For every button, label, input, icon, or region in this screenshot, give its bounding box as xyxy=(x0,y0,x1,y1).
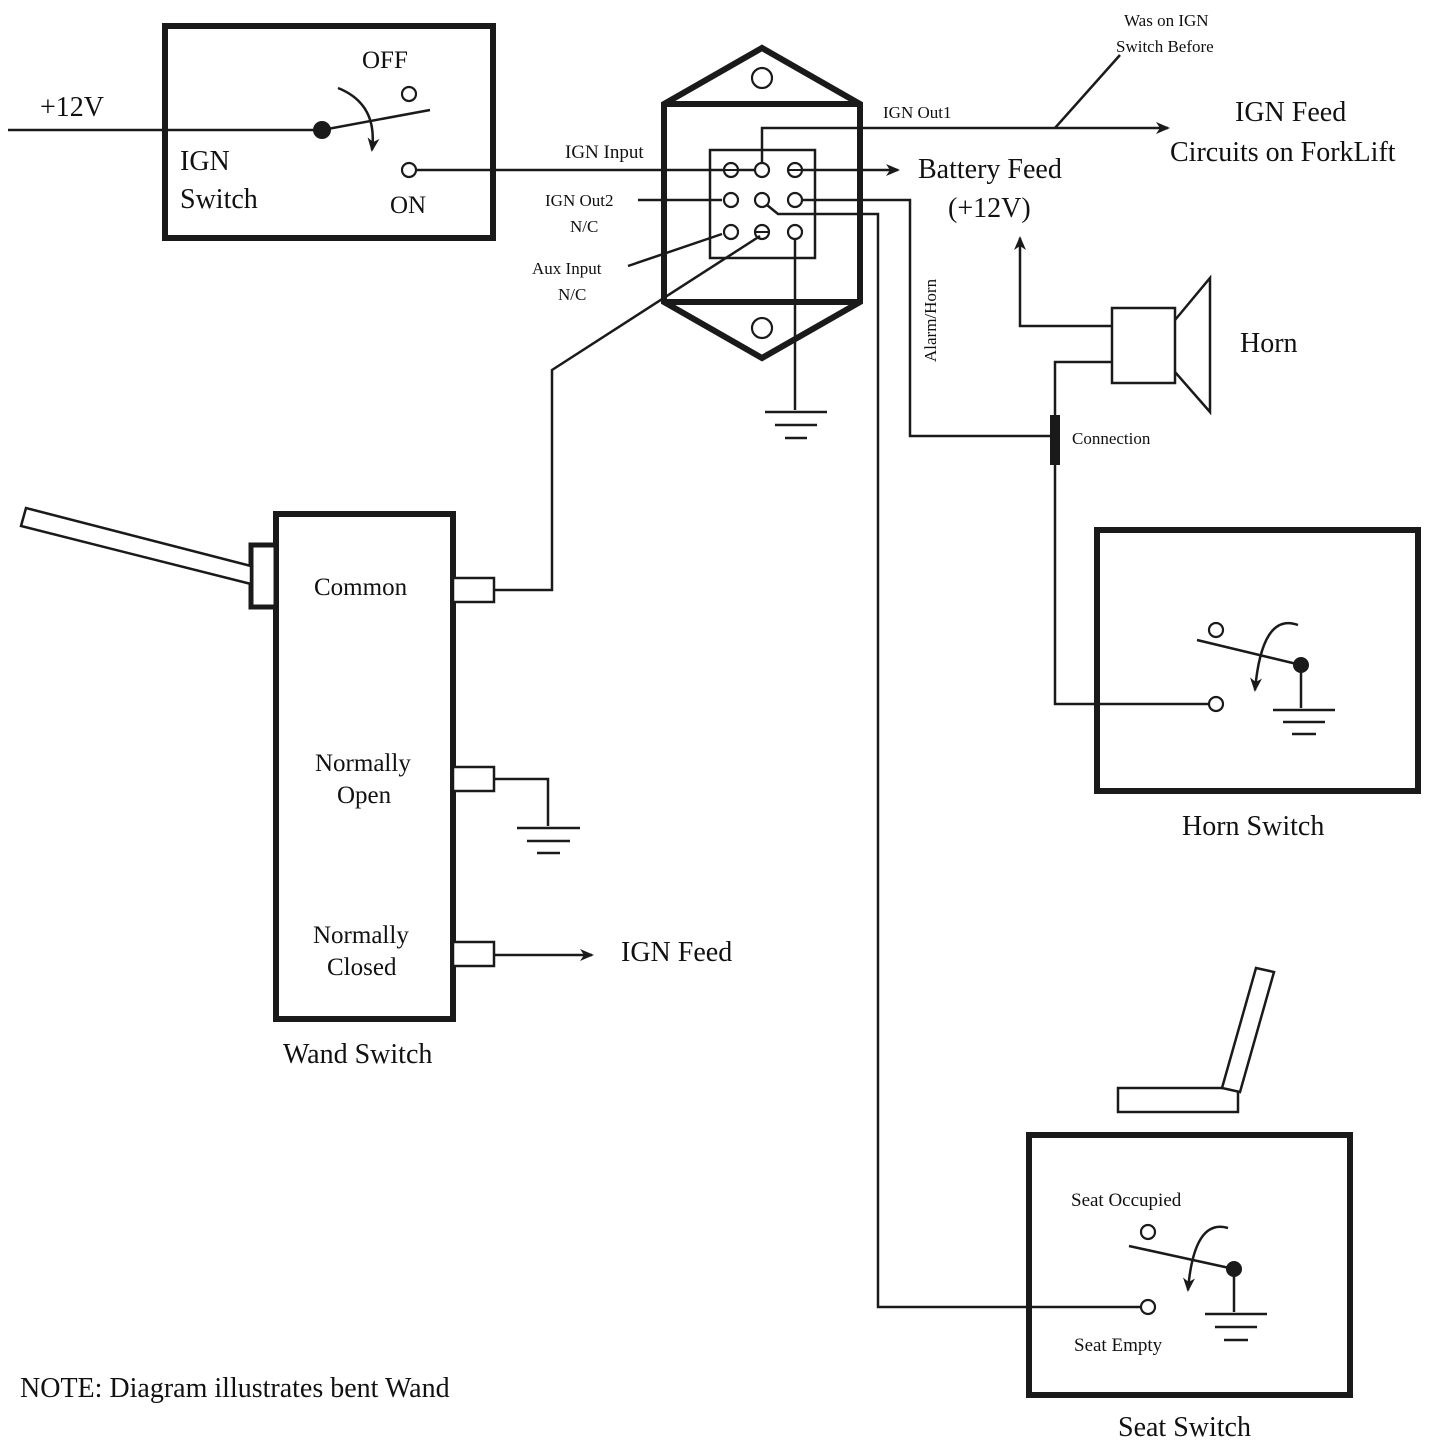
ign-lever xyxy=(321,108,431,132)
wand-common-label: Common xyxy=(314,574,408,601)
seat-switch-box xyxy=(1026,1132,1353,1398)
horn-switch[interactable]: Horn Switch xyxy=(1094,527,1421,842)
ign-out2-label: IGN Out2 xyxy=(545,191,613,210)
relay-ground-icon xyxy=(765,239,827,440)
connection-block xyxy=(1050,415,1060,465)
horn-switch-title: Horn Switch xyxy=(1182,811,1324,842)
wand-no-terminal xyxy=(451,765,496,793)
ign-switch-title-1: IGN xyxy=(180,146,230,177)
ign-switch-title-2: Switch xyxy=(180,184,258,215)
seat-switch-ground-icon xyxy=(1205,1269,1267,1342)
wand-switch-title: Wand Switch xyxy=(283,1039,432,1070)
horn-connection-wire xyxy=(1053,360,1112,418)
wand-nc-label-2: Closed xyxy=(327,954,397,981)
ign-on-label: ON xyxy=(390,192,426,219)
wand-no-ground-icon xyxy=(494,777,580,855)
battery-feed-label-2: (+12V) xyxy=(948,193,1031,224)
seat-occupied-label: Seat Occupied xyxy=(1071,1190,1182,1211)
aux-input-leader xyxy=(627,232,723,268)
aux-input-nc-label: N/C xyxy=(558,285,586,304)
alarm-horn-wire xyxy=(802,198,1050,438)
connection-label: Connection xyxy=(1072,429,1151,448)
seat-switch-arrow xyxy=(1183,1225,1229,1292)
seat-empty-label: Seat Empty xyxy=(1074,1335,1163,1356)
relay-pin-aux-input xyxy=(722,223,740,241)
ign-feed-label-2: Circuits on ForkLift xyxy=(1170,137,1396,168)
relay-pin-ign-input xyxy=(753,161,771,179)
diagram-note: NOTE: Diagram illustrates bent Wand xyxy=(20,1373,450,1404)
ign-off-label: OFF xyxy=(362,47,408,74)
wand-nc-terminal xyxy=(451,940,496,968)
wand-no-label-1: Normally xyxy=(315,750,411,777)
horn: Horn xyxy=(1014,236,1298,418)
relay-mount-hole-top xyxy=(750,66,774,90)
ign-switch-box xyxy=(162,23,496,241)
wand-lever xyxy=(19,506,253,586)
horn-switch-wire xyxy=(1053,465,1210,706)
wand-no-label-2: Open xyxy=(337,782,392,809)
seat-switch[interactable]: Seat Occupied Seat Empty Seat Switch xyxy=(1026,966,1353,1443)
ign-input-label: IGN Input xyxy=(565,142,644,163)
ign-out1-wire xyxy=(760,122,1170,163)
horn-label: Horn xyxy=(1240,328,1298,359)
relay-mount-hole-bottom xyxy=(750,316,774,340)
annotation-leader xyxy=(1054,54,1121,129)
battery-feed-label-1: Battery Feed xyxy=(918,154,1062,185)
relay-module xyxy=(661,44,863,362)
horn-switch-ground-icon xyxy=(1273,665,1335,736)
annotation-line2: Switch Before xyxy=(1116,37,1214,56)
wand-common-terminal xyxy=(451,576,496,604)
supply-label: +12V xyxy=(40,92,104,123)
horn-switch-box xyxy=(1094,527,1421,794)
relay-pin-ground xyxy=(786,223,804,241)
seat-back xyxy=(1220,966,1276,1094)
horn-battery-wire xyxy=(1014,236,1112,328)
wand-ign-feed-label: IGN Feed xyxy=(621,937,732,968)
aux-input-label: Aux Input xyxy=(532,259,602,278)
ign-on-contact xyxy=(400,161,418,179)
alarm-horn-label: Alarm/Horn xyxy=(921,278,940,362)
horn-switch-lever xyxy=(1196,638,1302,667)
horn-switch-arrow xyxy=(1250,622,1299,692)
annotation-line1: Was on IGN xyxy=(1124,11,1209,30)
horn-icon xyxy=(1174,274,1212,416)
wand-common-wire xyxy=(494,234,761,592)
ign-off-contact xyxy=(400,85,418,103)
relay-pin-ign-out2 xyxy=(722,191,740,209)
ign-feed-label-1: IGN Feed xyxy=(1235,97,1346,128)
seat-switch-title: Seat Switch xyxy=(1118,1412,1251,1443)
ign-out2-nc-label: N/C xyxy=(570,217,598,236)
seat-switch-lever xyxy=(1128,1244,1235,1271)
seat-base xyxy=(1116,1086,1240,1114)
wand-switch[interactable]: Common Normally Open Normally Closed IGN… xyxy=(19,506,732,1070)
wand-actuator xyxy=(248,542,279,610)
ign-out1-label: IGN Out1 xyxy=(883,103,951,122)
wand-nc-label-1: Normally xyxy=(313,922,409,949)
ign-rotation-arrow xyxy=(337,86,380,152)
horn-body xyxy=(1110,306,1177,385)
seat-switch-wire xyxy=(766,204,1141,1309)
ign-switch[interactable]: +12V IGN Switch OFF ON xyxy=(8,23,496,241)
